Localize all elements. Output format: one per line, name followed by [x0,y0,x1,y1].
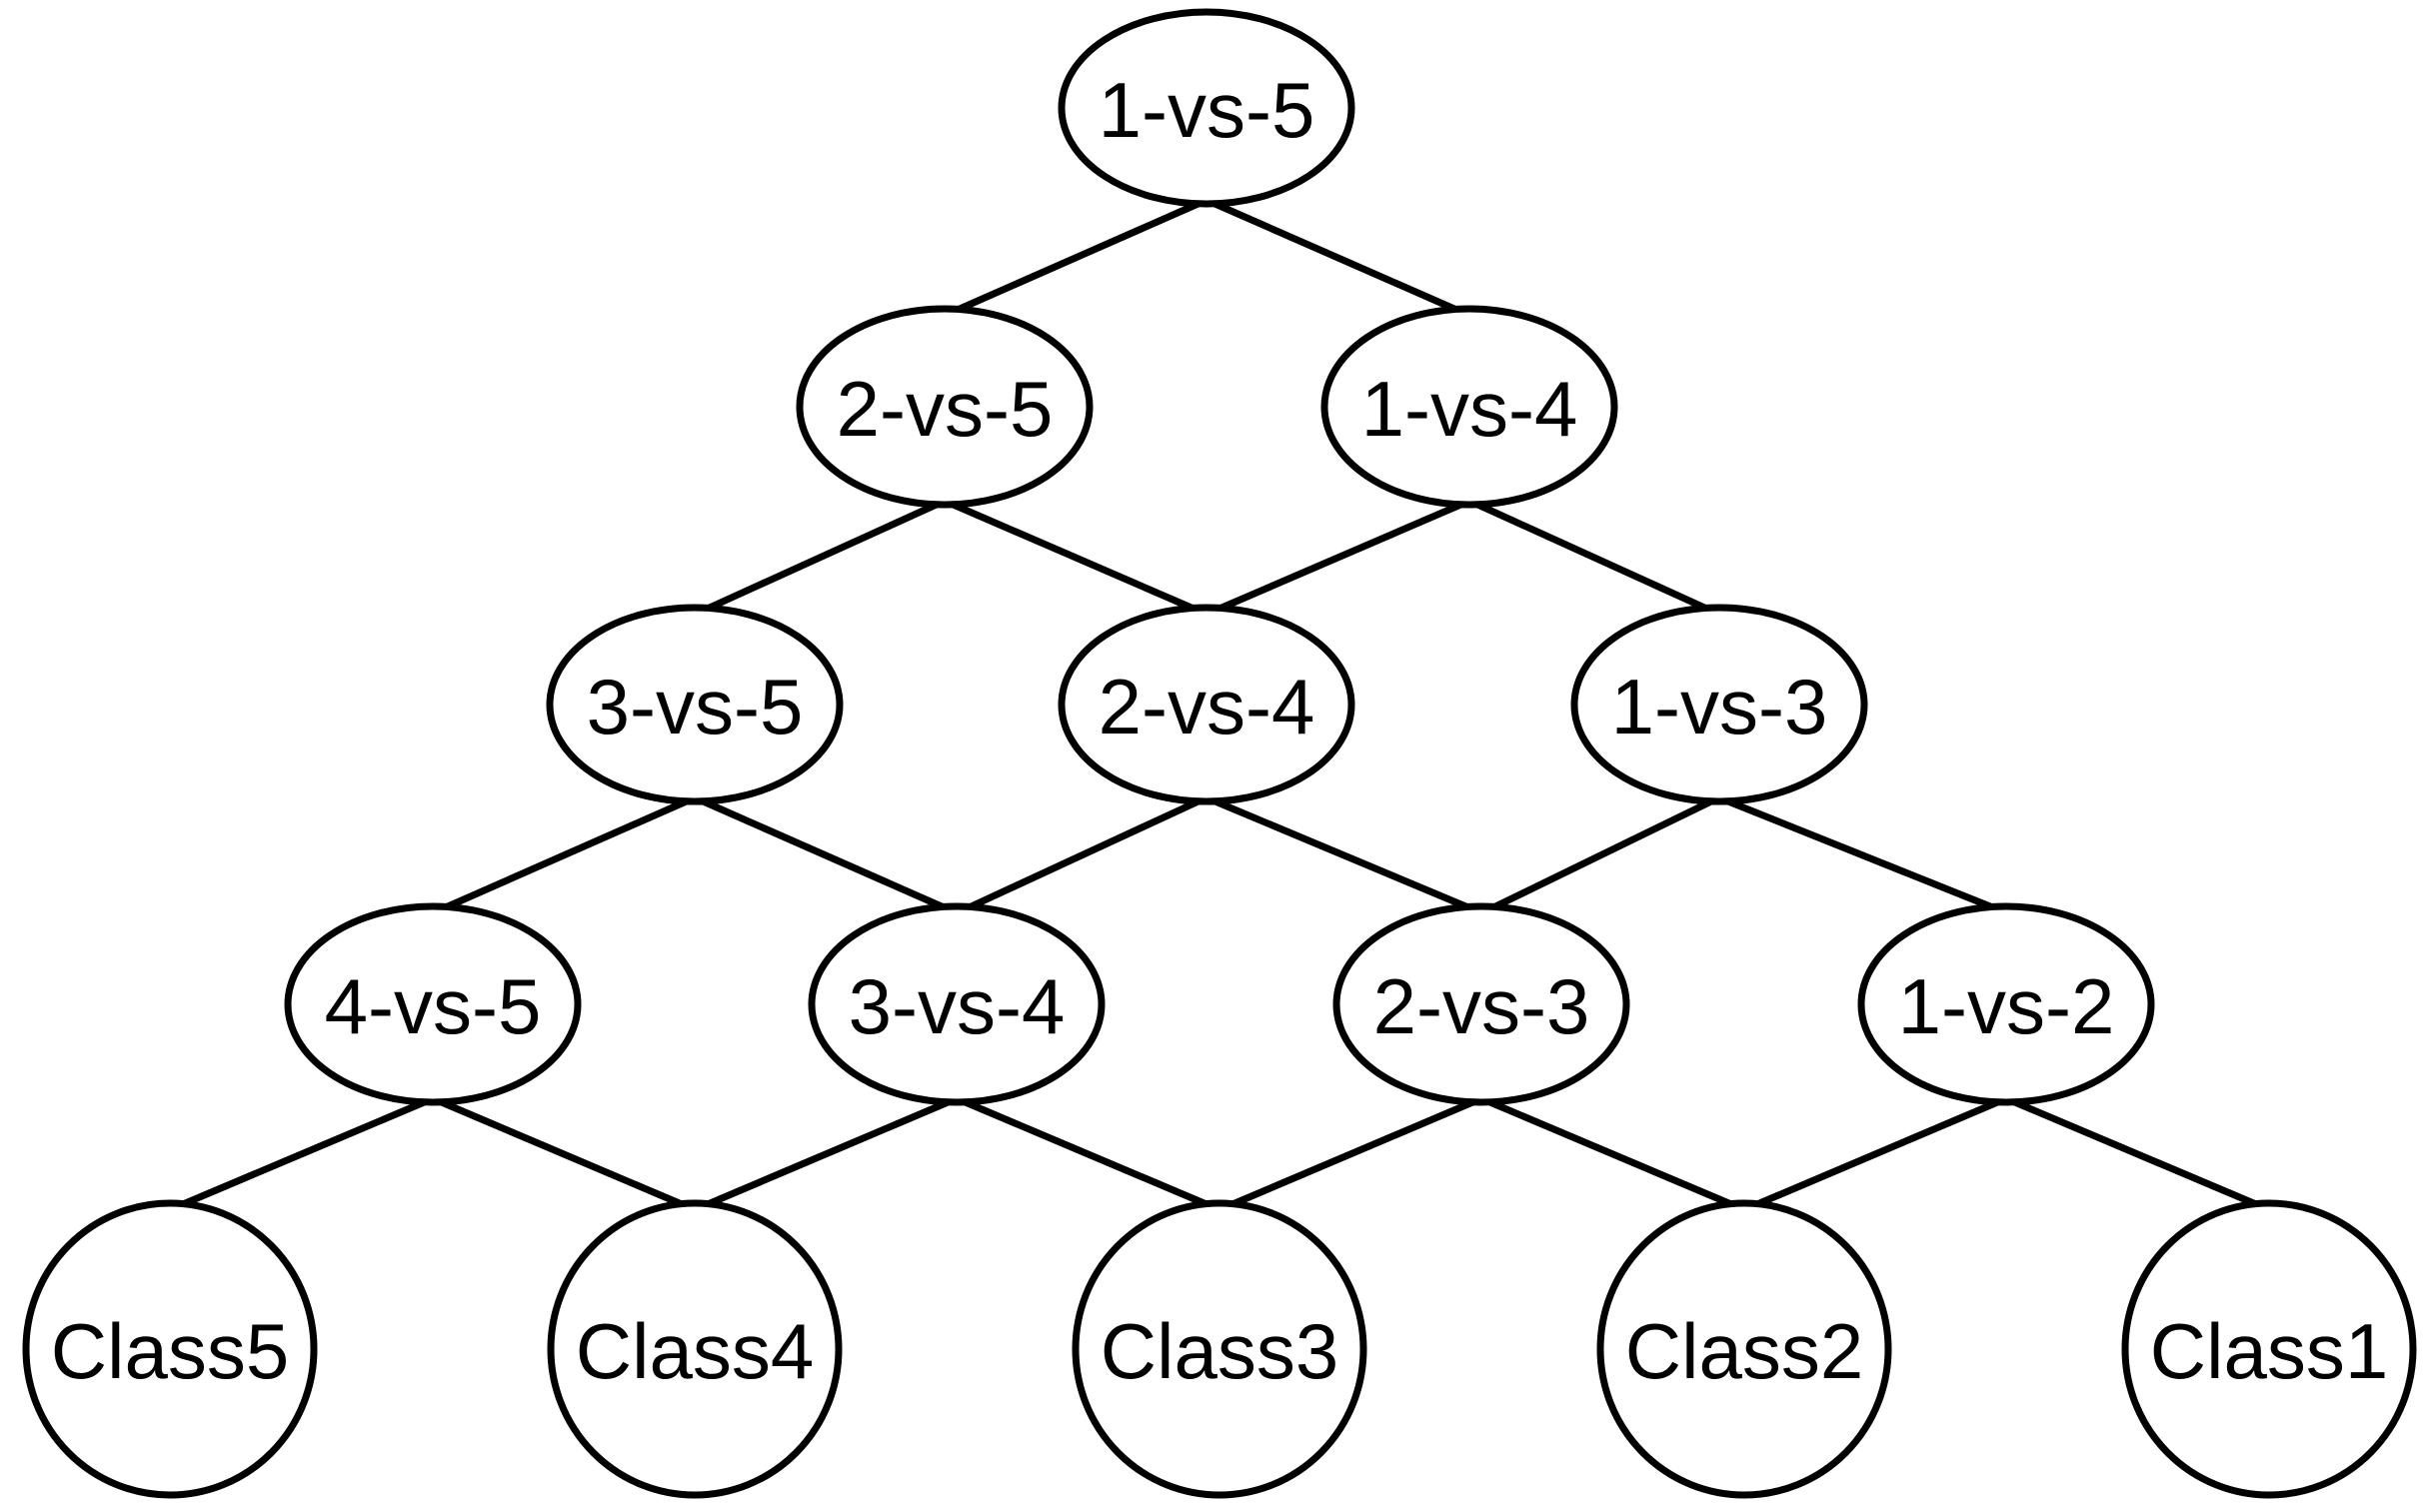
edge-n1v5-to-n1v4 [1209,198,1465,317]
node-shape-n3v5[interactable] [546,604,844,805]
edge-n3v4-to-c4 [699,1096,955,1211]
node-c1[interactable]: Class1 [2121,1199,2417,1499]
edge-n1v2-to-c2 [1748,1096,2004,1211]
edge-n2v3-to-c3 [1223,1096,1479,1211]
edge-n3v5-to-n3v4 [697,795,953,914]
node-c4[interactable]: Class4 [547,1199,843,1499]
edge-n1v4-to-n1v3 [1471,499,1715,616]
node-label-c4: Class4 [576,1307,814,1395]
node-shape-c1[interactable] [2121,1199,2417,1499]
node-n1v5[interactable]: 1-vs-5 [1058,8,1355,208]
node-label-n1v3: 1-vs-3 [1611,663,1828,751]
edge-n1v3-to-n1v2 [1721,795,2002,914]
node-label-n3v4: 3-vs-4 [849,962,1066,1050]
edge-n3v4-to-c3 [959,1096,1215,1211]
node-n1v4[interactable]: 1-vs-4 [1320,305,1618,509]
node-shape-c2[interactable] [1596,1199,1892,1499]
node-n2v5[interactable]: 2-vs-5 [796,305,1094,509]
node-label-n1v2: 1-vs-2 [1898,962,2115,1050]
node-n3v5[interactable]: 3-vs-5 [546,604,844,805]
node-n3v4[interactable]: 3-vs-4 [808,902,1106,1106]
edge-n2v4-to-n2v3 [1209,795,1477,914]
node-shape-n2v5[interactable] [796,305,1094,509]
node-c5[interactable]: Class5 [22,1199,318,1499]
node-shape-n1v2[interactable] [1857,902,2155,1106]
edge-n3v5-to-n4v5 [437,795,693,914]
node-label-n2v3: 2-vs-3 [1373,962,1590,1050]
node-label-n3v5: 3-vs-5 [587,663,804,751]
node-n4v5[interactable]: 4-vs-5 [284,902,582,1106]
edge-n2v5-to-n3v5 [699,499,943,616]
node-label-c3: Class3 [1101,1307,1338,1395]
node-label-n1v5: 1-vs-5 [1099,66,1315,154]
node-label-n2v5: 2-vs-5 [837,365,1054,453]
edge-n4v5-to-c4 [435,1096,691,1211]
node-shape-n1v3[interactable] [1570,604,1868,805]
node-shape-n1v4[interactable] [1320,305,1618,509]
edge-n4v5-to-c5 [174,1096,431,1211]
node-label-n1v4: 1-vs-4 [1361,365,1578,453]
node-shape-n2v4[interactable] [1058,604,1355,805]
node-n2v3[interactable]: 2-vs-3 [1332,902,1630,1106]
edge-n2v5-to-n2v4 [947,499,1203,616]
node-shape-c3[interactable] [1072,1199,1367,1499]
node-label-c1: Class1 [2150,1307,2388,1395]
node-n1v2[interactable]: 1-vs-2 [1857,902,2155,1106]
edge-n1v4-to-n2v4 [1211,499,1467,616]
node-label-n4v5: 4-vs-5 [325,962,542,1050]
node-label-n2v4: 2-vs-4 [1099,663,1315,751]
node-shape-n3v4[interactable] [808,902,1106,1106]
node-label-c5: Class5 [51,1307,289,1395]
edge-n2v4-to-n3v4 [961,795,1205,914]
edge-n1v5-to-n2v5 [949,198,1205,317]
nodes-layer: 1-vs-5 2-vs-5 1-vs-4 3-vs-5 2-vs-4 1-vs-3 4-vs… [22,8,2417,1499]
node-c2[interactable]: Class2 [1596,1199,1892,1499]
node-shape-n4v5[interactable] [284,902,582,1106]
node-n1v3[interactable]: 1-vs-3 [1570,604,1868,805]
edge-n1v3-to-n2v3 [1485,795,1717,914]
node-shape-n2v3[interactable] [1332,902,1630,1106]
edge-n1v2-to-c1 [2008,1096,2265,1211]
node-shape-c4[interactable] [547,1199,843,1499]
node-shape-c5[interactable] [22,1199,318,1499]
edge-n2v3-to-c2 [1483,1096,1740,1211]
node-n2v4[interactable]: 2-vs-4 [1058,604,1355,805]
edges-layer [174,198,2265,1211]
node-shape-n1v5[interactable] [1058,8,1355,208]
node-label-c2: Class2 [1625,1307,1863,1395]
node-c3[interactable]: Class3 [1072,1199,1367,1499]
